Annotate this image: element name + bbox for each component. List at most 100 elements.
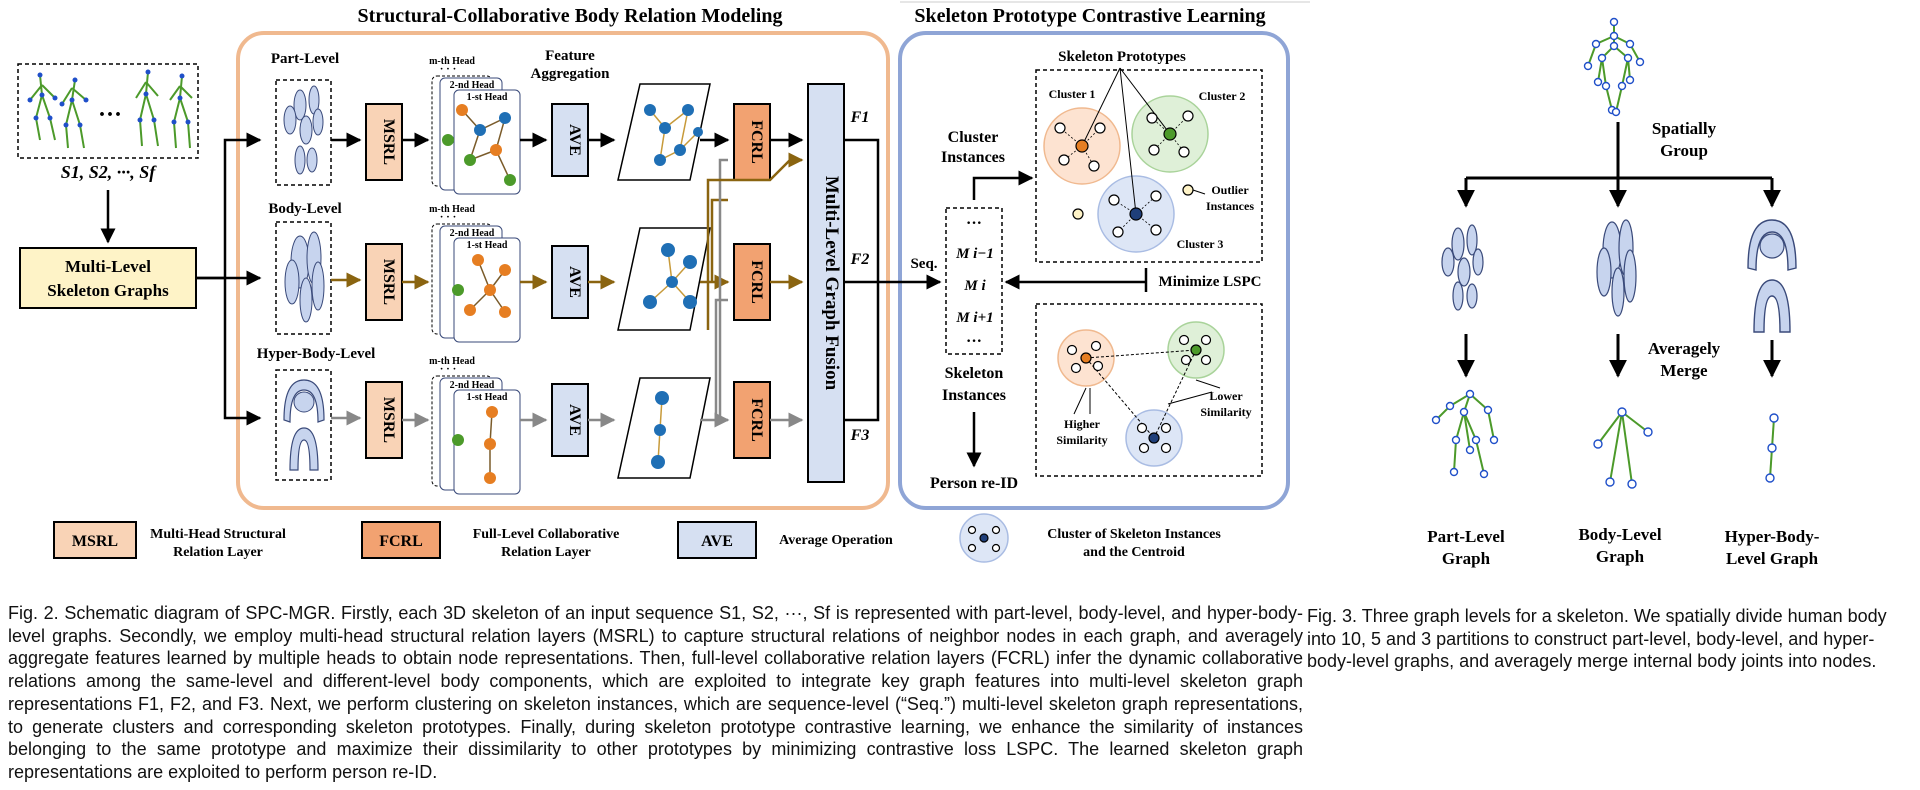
fcrl-part: FCRL xyxy=(733,103,771,181)
svg-text:FCRL: FCRL xyxy=(748,398,765,442)
svg-text:· · ·: · · · xyxy=(440,211,457,223)
svg-text:m-th Head: m-th Head xyxy=(429,356,475,367)
fig3: Spatially Group Averagely Merge xyxy=(1427,17,1820,568)
fcrl-hyper: FCRL xyxy=(733,381,771,459)
svg-text:MSRL: MSRL xyxy=(380,259,397,305)
svg-text:AVE: AVE xyxy=(566,124,583,156)
svg-text:Similarity: Similarity xyxy=(1056,433,1107,447)
svg-text:Similarity: Similarity xyxy=(1200,405,1251,419)
svg-text:Group: Group xyxy=(1660,141,1708,160)
msrl-body: MSRL xyxy=(365,243,403,321)
svg-text:1-st Head: 1-st Head xyxy=(467,392,508,403)
svg-text:· · ·: · · · xyxy=(440,363,457,375)
svg-text:Averagely: Averagely xyxy=(1648,339,1721,358)
legend: MSRL Multi-Head Structural Relation Laye… xyxy=(53,513,1221,563)
svg-text:Graph: Graph xyxy=(1442,549,1491,568)
svg-text:2-nd Head: 2-nd Head xyxy=(450,80,495,91)
svg-text:2-nd Head: 2-nd Head xyxy=(450,228,495,239)
aggregated-graph-hyper xyxy=(617,377,711,479)
svg-text:FCRL: FCRL xyxy=(379,533,423,550)
head-stack-body: m-th Head · · · 2-nd Head 1-st Head xyxy=(429,204,521,343)
f2-label: F2 xyxy=(850,251,870,268)
fig3-caption: Fig. 3. Three graph levels for a skeleto… xyxy=(1307,605,1920,673)
seq-item-current: M i xyxy=(963,278,986,294)
svg-text:MSRL: MSRL xyxy=(380,397,397,443)
svg-text:FCRL: FCRL xyxy=(748,260,765,304)
svg-text:Skeleton Prototypes: Skeleton Prototypes xyxy=(1058,49,1186,65)
svg-text:MSRL: MSRL xyxy=(72,533,118,550)
svg-text:1-st Head: 1-st Head xyxy=(467,92,508,103)
svg-text:···: ··· xyxy=(966,333,982,350)
ave-part: AVE xyxy=(551,103,589,177)
svg-text:Hyper-Body-: Hyper-Body- xyxy=(1725,527,1820,546)
svg-text:Relation Layer: Relation Layer xyxy=(501,545,591,560)
svg-text:Multi-Level: Multi-Level xyxy=(65,257,151,276)
svg-text:Cluster of Skeleton Instances: Cluster of Skeleton Instances xyxy=(1047,527,1221,542)
svg-text:Relation Layer: Relation Layer xyxy=(173,545,263,560)
svg-text:Full-Level Collaborative: Full-Level Collaborative xyxy=(473,527,620,542)
svg-text:Multi-Level Graph Fusion: Multi-Level Graph Fusion xyxy=(821,176,842,391)
input-sequence: ··· xyxy=(17,63,199,159)
fig2-caption: Fig. 2. Schematic diagram of SPC-MGR. Fi… xyxy=(8,603,1303,782)
svg-text:Skeleton Graphs: Skeleton Graphs xyxy=(47,281,169,300)
f1-label: F1 xyxy=(850,109,870,126)
svg-text:Cluster 2: Cluster 2 xyxy=(1199,89,1246,103)
svg-text:m-th Head: m-th Head xyxy=(429,204,475,215)
svg-text:···: ··· xyxy=(98,102,122,128)
aggregated-graph-body xyxy=(617,227,711,331)
svg-text:AVE: AVE xyxy=(701,533,733,550)
svg-text:Level Graph: Level Graph xyxy=(1726,549,1819,568)
svg-text:Instances: Instances xyxy=(942,387,1006,404)
svg-text:1-st Head: 1-st Head xyxy=(467,240,508,251)
figure-canvas: Structural-Collaborative Body Relation M… xyxy=(17,1,1820,568)
person-reid-label: Person re-ID xyxy=(930,475,1018,492)
skeleton-prototypes-box: Skeleton Prototypes Cluster 1 Cluster 2 … xyxy=(1035,49,1263,263)
svg-text:Cluster 3: Cluster 3 xyxy=(1177,237,1224,251)
svg-text:Aggregation: Aggregation xyxy=(531,66,611,82)
multi-level-skeleton-graphs-box xyxy=(19,247,197,309)
svg-text:Lower: Lower xyxy=(1209,389,1243,403)
fig2-title-right: Skeleton Prototype Contrastive Learning xyxy=(914,5,1265,27)
svg-text:Outlier: Outlier xyxy=(1211,183,1249,197)
level-hyper-label: Hyper-Body-Level xyxy=(257,346,376,362)
fig3-caption-line: body-level graphs, and averagely merge i… xyxy=(1307,651,1877,672)
part-level-skeleton xyxy=(275,79,332,186)
svg-text:Average Operation: Average Operation xyxy=(779,533,893,548)
fig3-caption-line: Fig. 3. Three graph levels for a skeleto… xyxy=(1307,606,1887,626)
svg-text:and the Centroid: and the Centroid xyxy=(1083,545,1185,560)
svg-text:Part-Level: Part-Level xyxy=(1427,527,1505,546)
svg-text:2-nd Head: 2-nd Head xyxy=(450,380,495,391)
svg-text:m-th Head: m-th Head xyxy=(429,56,475,67)
head-stack-part: m-th Head · · · 2-nd Head 1-st Head xyxy=(429,56,521,195)
prototype-panel xyxy=(898,31,1290,510)
head-stack-hyper: m-th Head · · · 2-nd Head 1-st Head xyxy=(429,356,521,495)
seq-item-next: M i+1 xyxy=(955,310,993,326)
multi-level-graph-fusion: Multi-Level Graph Fusion xyxy=(807,83,845,483)
svg-text:Multi-Head Structural: Multi-Head Structural xyxy=(150,527,286,542)
minimize-loss-label: Minimize LSPC xyxy=(1159,274,1262,290)
msrl-part: MSRL xyxy=(365,103,403,181)
input-sequence-label: S1, S2, ···, Sf xyxy=(61,162,158,182)
svg-text:FCRL: FCRL xyxy=(748,120,765,164)
svg-text:Graph: Graph xyxy=(1596,547,1645,566)
aggregated-graph-part xyxy=(617,83,711,181)
svg-text:Cluster 1: Cluster 1 xyxy=(1049,87,1096,101)
svg-text:AVE: AVE xyxy=(566,266,583,298)
level-body-label: Body-Level xyxy=(268,201,341,217)
f3-label: F3 xyxy=(850,427,870,444)
hyper-body-level-skeleton xyxy=(275,369,332,481)
skeleton-instances-label: Skeleton xyxy=(945,365,1004,382)
seq-label: Seq. xyxy=(910,256,937,272)
fig3-caption-line: into 10, 5 and 3 partitions to construct… xyxy=(1307,628,1875,649)
svg-text:AVE: AVE xyxy=(566,404,583,436)
feature-aggregation-label: Feature xyxy=(545,48,595,64)
svg-text:· · ·: · · · xyxy=(440,63,457,75)
svg-text:Instances: Instances xyxy=(1206,199,1254,213)
seq-instances-box xyxy=(945,207,1003,355)
fcrl-body: FCRL xyxy=(733,243,771,321)
cluster-instances-label: Cluster xyxy=(948,129,999,146)
svg-text:Body-Level: Body-Level xyxy=(1578,525,1661,544)
fig2-title-left: Structural-Collaborative Body Relation M… xyxy=(358,5,783,27)
svg-text:···: ··· xyxy=(966,215,982,232)
svg-text:MSRL: MSRL xyxy=(380,119,397,165)
